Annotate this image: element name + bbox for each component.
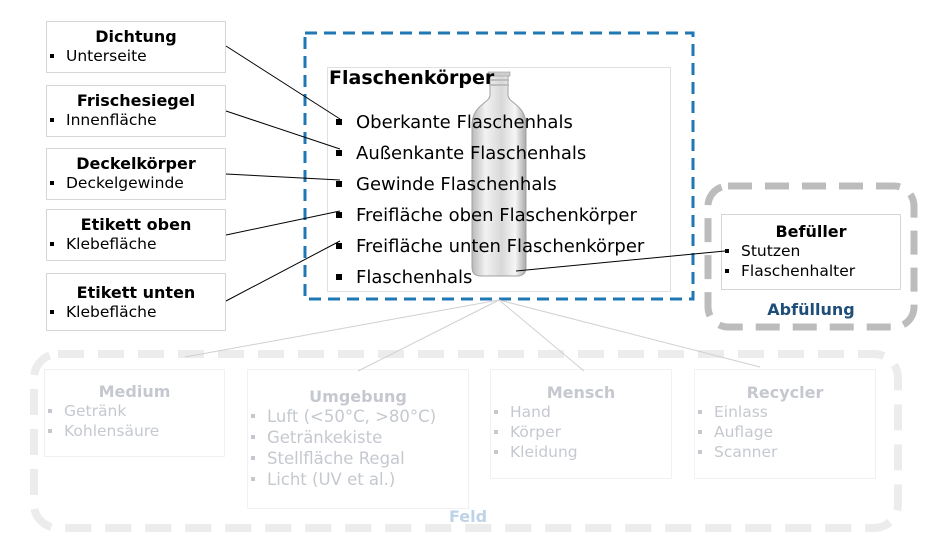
bottle-group-frame — [303, 31, 695, 301]
filling-group-label: Abfüllung — [767, 300, 855, 319]
field-box-mensch: Mensch Hand Körper Kleidung — [490, 369, 672, 479]
field-title: Medium — [98, 382, 171, 401]
component-item: Klebefläche — [47, 302, 225, 322]
main-title: Flaschenkörper — [329, 67, 495, 89]
component-title: Dichtung — [95, 27, 177, 46]
component-box-dichtung: Dichtung Unterseite — [46, 21, 226, 73]
component-item: Unterseite — [47, 46, 225, 66]
component-box-etikett-oben: Etikett oben Klebefläche — [46, 209, 226, 261]
filler-box: Befüller Stutzen Flaschenhalter — [721, 214, 901, 290]
component-box-etikett-unten: Etikett unten Klebefläche — [46, 273, 226, 331]
component-title: Etikett unten — [76, 283, 196, 302]
filler-item: Stutzen — [722, 241, 900, 261]
component-item: Innenfläche — [47, 110, 225, 130]
component-item: Klebefläche — [47, 234, 225, 254]
main-item: Außenkante Flaschenhals — [336, 138, 644, 169]
main-list: Oberkante Flaschenhals Außenkante Flasch… — [336, 107, 644, 293]
field-item: Kleidung — [491, 442, 671, 462]
field-item: Einlass — [695, 402, 875, 422]
field-item: Getränk — [45, 401, 224, 421]
filler-item: Flaschenhalter — [722, 261, 900, 281]
field-box-recycler: Recycler Einlass Auflage Scanner — [694, 369, 876, 479]
component-item: Deckelgewinde — [47, 173, 225, 193]
component-title: Etikett oben — [80, 215, 192, 234]
component-title: Frischesiegel — [76, 91, 196, 110]
field-item: Licht (UV et al.) — [248, 469, 468, 490]
component-title: Deckelkörper — [76, 154, 196, 173]
field-item: Auflage — [695, 422, 875, 442]
field-item: Getränkekiste — [248, 427, 468, 448]
bottle-image — [471, 71, 527, 277]
main-item: Gewinde Flaschenhals — [336, 169, 644, 200]
component-box-frischesiegel: Frischesiegel Innenfläche — [46, 85, 226, 137]
field-title: Umgebung — [309, 387, 407, 406]
filler-title: Befüller — [775, 222, 847, 241]
main-item: Freifläche unten Flaschenkörper — [336, 231, 644, 262]
field-group-label: Feld — [448, 507, 488, 526]
main-item: Freifläche oben Flaschenkörper — [336, 200, 644, 231]
component-box-deckelkoerper: Deckelkörper Deckelgewinde — [46, 148, 226, 200]
field-item: Kohlensäure — [45, 421, 224, 441]
field-item: Körper — [491, 422, 671, 442]
field-item: Stellfläche Regal — [248, 448, 468, 469]
field-item: Hand — [491, 402, 671, 422]
main-item: Oberkante Flaschenhals — [336, 107, 644, 138]
field-item: Scanner — [695, 442, 875, 462]
field-box-medium: Medium Getränk Kohlensäure — [44, 369, 225, 457]
field-item: Luft (<50°C, >80°C) — [248, 406, 468, 427]
field-title: Recycler — [746, 383, 824, 402]
field-box-umgebung: Umgebung Luft (<50°C, >80°C) Getränkekis… — [247, 369, 469, 509]
field-title: Mensch — [546, 383, 616, 402]
main-item: Flaschenhals — [336, 262, 644, 293]
